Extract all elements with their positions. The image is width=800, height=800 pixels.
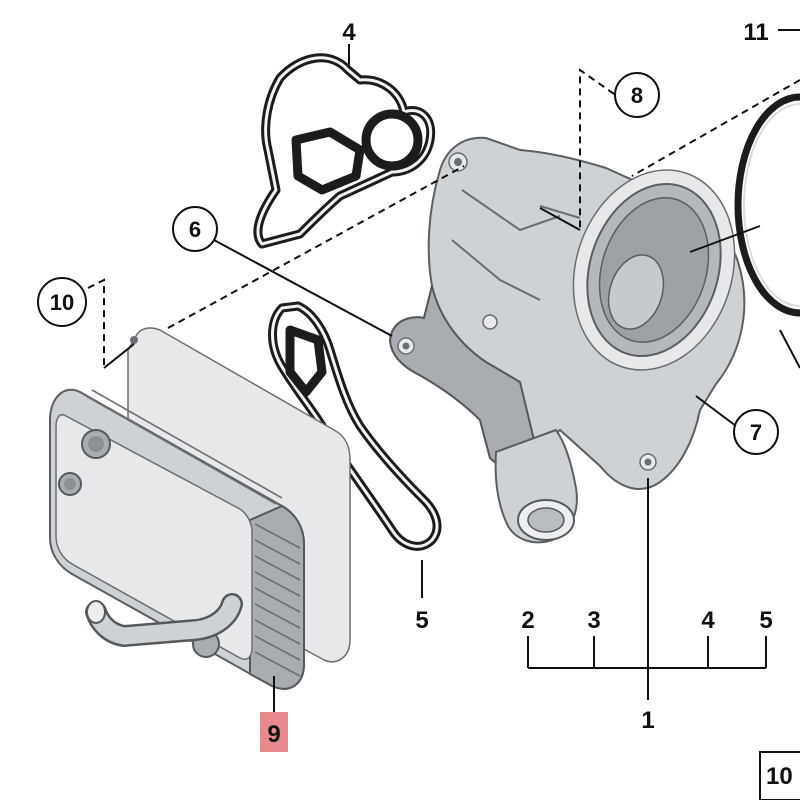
callout-9-highlighted[interactable]: 9 xyxy=(260,712,288,752)
callout-1: 1 xyxy=(641,707,654,734)
label-2: 2 xyxy=(521,607,534,634)
label-10-circle: 10 xyxy=(50,290,74,315)
callout-10-circle: 10 xyxy=(37,277,87,327)
label-8: 8 xyxy=(631,83,643,108)
label-5-mid: 5 xyxy=(415,607,428,634)
leader-lines xyxy=(87,29,800,712)
callout-group: 2 3 4 5 xyxy=(521,607,772,634)
callout-10-box: 10 xyxy=(759,751,800,800)
label-1: 1 xyxy=(641,707,654,734)
callout-5-mid: 5 xyxy=(415,607,428,634)
callout-8: 8 xyxy=(614,72,660,118)
label-4-top: 4 xyxy=(342,19,356,46)
gasket-part-4[interactable] xyxy=(253,53,436,249)
callout-6: 6 xyxy=(172,206,218,252)
label-3: 3 xyxy=(587,607,600,634)
cooler-fins xyxy=(85,389,301,677)
oil-cooler-part-9[interactable] xyxy=(49,327,351,690)
label-10-box: 10 xyxy=(766,763,793,790)
label-7: 7 xyxy=(750,420,762,445)
gasket-part-5[interactable] xyxy=(268,301,442,551)
callout-4-top: 4 xyxy=(342,19,356,46)
label-11: 11 xyxy=(743,19,768,46)
callout-7: 7 xyxy=(733,409,779,455)
label-6: 6 xyxy=(189,217,201,242)
callout-11: 11 xyxy=(743,19,768,46)
filter-housing-part-1[interactable] xyxy=(389,136,759,544)
o-ring-part-11[interactable] xyxy=(734,93,800,317)
label-9: 9 xyxy=(267,721,280,748)
label-5-group: 5 xyxy=(759,607,772,634)
label-4-group: 4 xyxy=(701,607,715,634)
